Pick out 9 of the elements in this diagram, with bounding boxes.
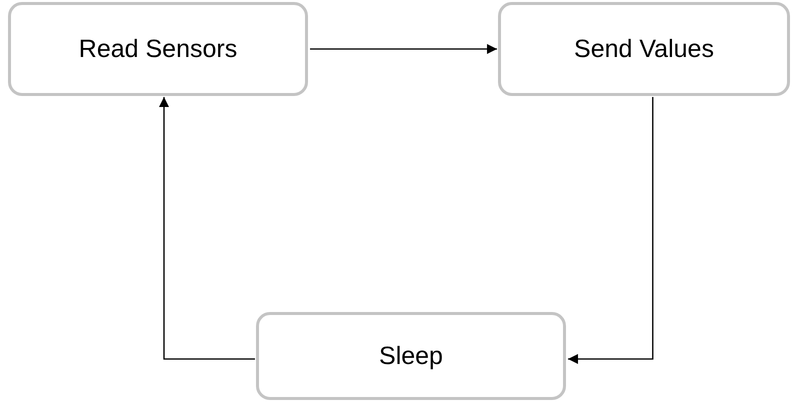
- box-label: Read Sensors: [78, 34, 238, 64]
- arrow: [568, 97, 654, 364]
- process-box: [256, 312, 566, 400]
- process-box: [8, 2, 308, 96]
- process-box: [498, 2, 790, 96]
- arrow: [159, 97, 255, 360]
- box-label: Send Values: [574, 34, 714, 64]
- arrow: [310, 44, 497, 54]
- box-label: Sleep: [379, 342, 443, 370]
